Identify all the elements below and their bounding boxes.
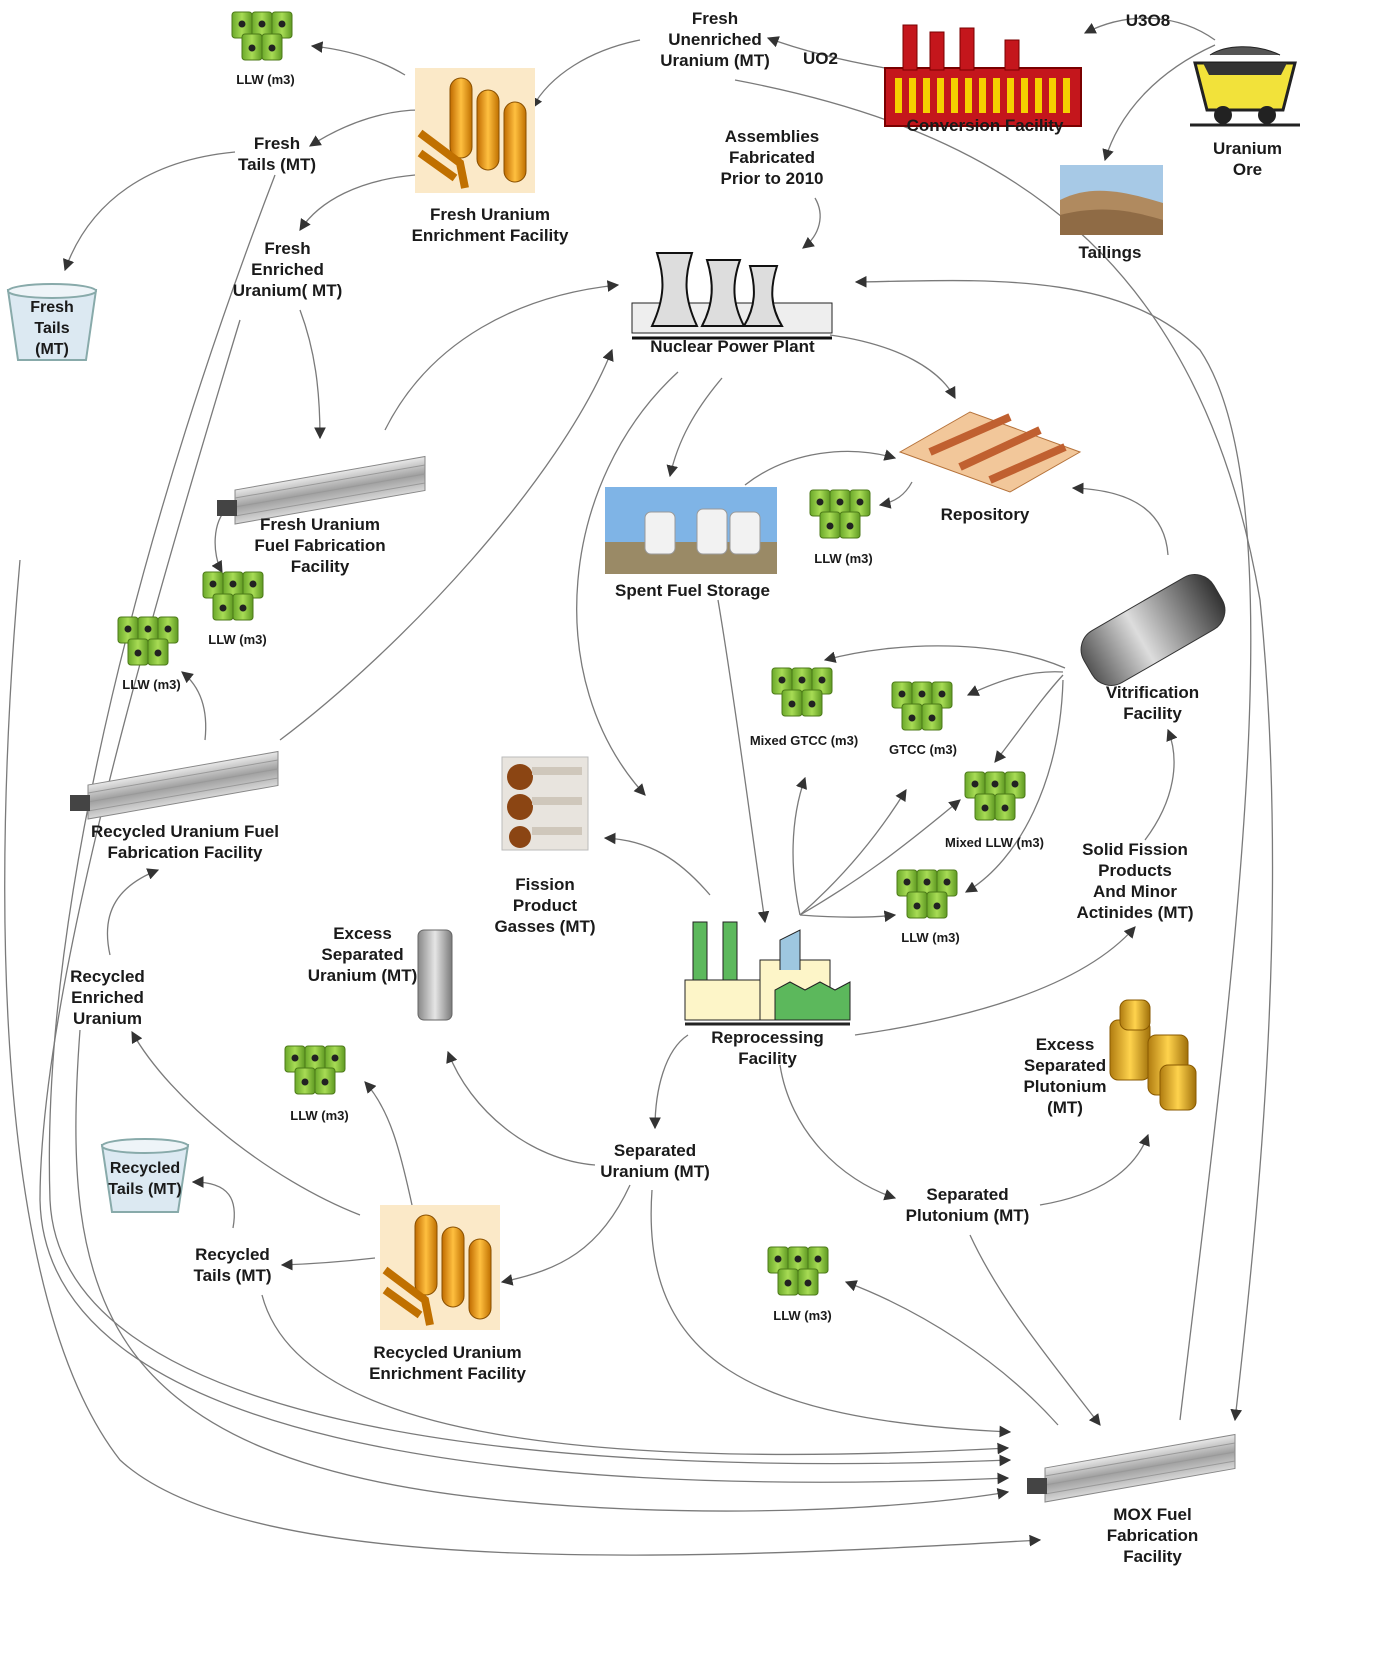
fresh-enrichment-facility-label: Fresh Uranium Enrichment Facility (411, 205, 569, 245)
llw-barrels-icon (767, 1246, 829, 1296)
fresh-fuel-fabrication-label: Fresh Uranium Fuel Fabrication Facility (254, 515, 386, 576)
fission-gasses-photo (501, 756, 589, 851)
fresh-tails-label: Fresh Tails (MT) (237, 134, 317, 174)
excess-separated-uranium-label: Excess Separated Uranium (MT) (307, 924, 418, 985)
separated-plutonium-label: Separated Plutonium (MT) (905, 1185, 1030, 1225)
spent-fuel-storage-photo (605, 487, 777, 574)
tailings-label: Tailings (1078, 243, 1142, 262)
recycled-enrichment-facility-label: Recycled Uranium Enrichment Facility (369, 1343, 526, 1383)
mox-fuel-fabrication-label: MOX Fuel Fabrication Facility (1106, 1505, 1199, 1566)
recycled-tails-bin-icon (100, 1138, 190, 1213)
assemblies-label: Assemblies Fabricated Prior to 2010 (720, 127, 824, 188)
nuclear-power-plant-icon (631, 252, 833, 340)
excess-separated-plutonium-label: Excess Separated Plutonium (MT) (1023, 1035, 1107, 1117)
u3o8-label: U3O8 (1125, 11, 1171, 30)
gtcc-label: GTCC (m3) (889, 742, 957, 757)
vitrification-facility-label: Vitrification Facility (1105, 683, 1200, 723)
tailings-photo (1060, 165, 1163, 235)
llw-label: LLW (m3) (814, 551, 873, 566)
conversion-facility-icon (884, 24, 1082, 127)
llw-barrels-icon (284, 1045, 346, 1095)
repository-label: Repository (940, 505, 1030, 524)
separated-uranium-label: Separated Uranium (MT) (600, 1141, 710, 1181)
mixed-gtcc-barrels-icon (771, 667, 833, 717)
excess-plutonium-icon (1109, 999, 1197, 1111)
fresh-tails-bin-icon (6, 283, 98, 361)
llw-barrels-icon (117, 616, 179, 666)
recycled-tails-label: Recycled Tails (MT) (193, 1245, 272, 1285)
fresh-tails-bin-label: Fresh Tails (MT) (30, 299, 74, 358)
excess-uranium-canister-icon (417, 929, 453, 1021)
recycled-fuel-fabrication-icon (69, 750, 279, 820)
gtcc-barrels-icon (891, 681, 953, 731)
mixed-llw-label: Mixed LLW (m3) (945, 835, 1044, 850)
llw-label: LLW (m3) (290, 1108, 349, 1123)
vitrification-facility-icon (1080, 574, 1226, 686)
recycled-tails-bin-label: Recycled Tails (MT) (108, 1160, 182, 1198)
recycled-enriched-uranium-label: Recycled Enriched Uranium (70, 967, 145, 1028)
repository-icon (898, 411, 1082, 493)
llw-label: LLW (m3) (901, 930, 960, 945)
fission-gasses-label: Fission Product Gasses (MT) (494, 875, 596, 936)
recycled-enrichment-facility-icon (380, 1205, 500, 1330)
conversion-facility-label: Conversion Facility (906, 116, 1064, 135)
llw-barrels-icon (809, 489, 871, 539)
llw-label: LLW (m3) (236, 72, 295, 87)
recycled-fuel-fabrication-label: Recycled Uranium Fuel Fabrication Facili… (90, 822, 279, 862)
llw-barrels-icon (896, 869, 958, 919)
mixed-gtcc-label: Mixed GTCC (m3) (749, 733, 859, 748)
fresh-enrichment-facility-icon (415, 68, 535, 193)
mox-fabrication-icon (1026, 1433, 1236, 1503)
fresh-unenriched-uranium-label: Fresh Unenriched Uranium (MT) (660, 9, 770, 70)
mixed-llw-barrels-icon (964, 771, 1026, 821)
reprocessing-facility-label: Reprocessing Facility (711, 1028, 824, 1068)
reprocessing-facility-icon (684, 921, 851, 1026)
fresh-enriched-uranium-label: Fresh Enriched Uranium( MT) (232, 239, 343, 300)
llw-barrels-icon (231, 11, 293, 61)
uranium-ore-label: Uranium Ore (1213, 139, 1282, 179)
llw-label: LLW (m3) (773, 1308, 832, 1323)
uo2-label: UO2 (803, 49, 838, 68)
llw-label: LLW (m3) (208, 632, 267, 647)
llw-barrels-icon (202, 571, 264, 621)
uranium-ore-icon (1190, 46, 1300, 127)
spent-fuel-storage-label: Spent Fuel Storage (615, 581, 770, 600)
nuclear-power-plant-label: Nuclear Power Plant (650, 337, 815, 356)
llw-label: LLW (m3) (122, 677, 181, 692)
solid-fission-products-label: Solid Fission Products And Minor Actinid… (1076, 840, 1194, 922)
